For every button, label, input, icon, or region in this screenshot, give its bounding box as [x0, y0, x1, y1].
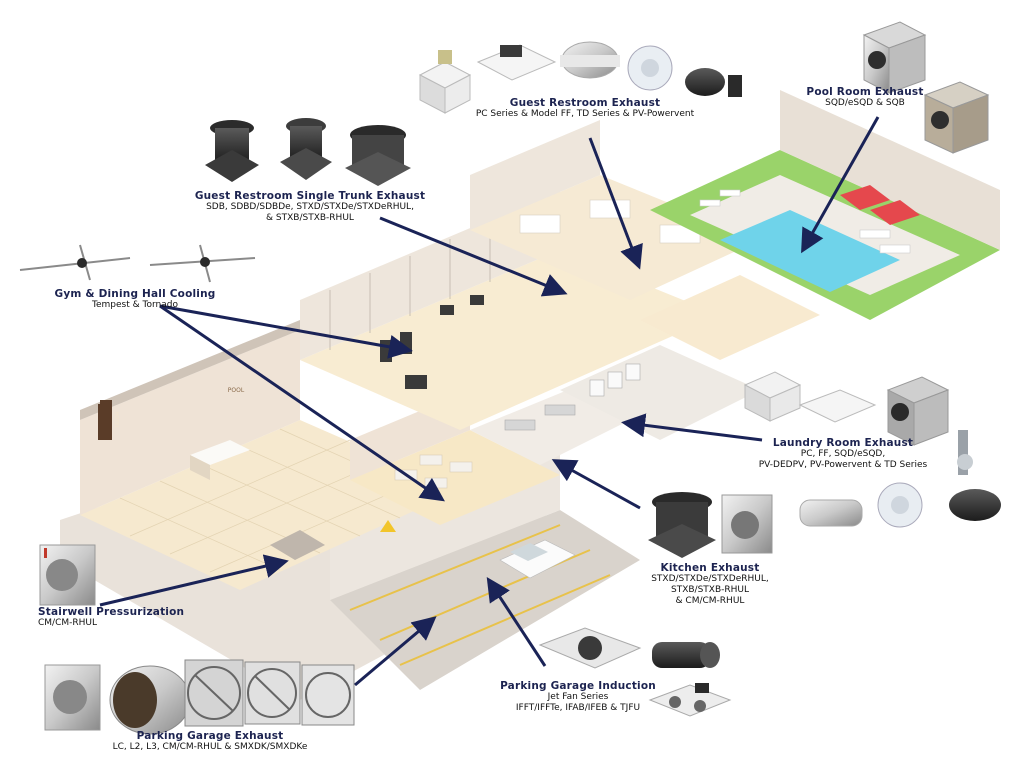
label-line: LC, L2, L3, CM/CM-RHUL & SMXDK/SMXDKe	[112, 742, 308, 752]
label-single-trunk-exhaust: Guest Restroom Single Trunk Exhaust SDB,…	[190, 190, 430, 224]
ceiling-fan-icon	[149, 244, 256, 283]
inline-duct-fan-icon	[799, 499, 863, 527]
building-cutaway: HOTEL POOL	[60, 90, 1000, 700]
arrow-guest-restroom	[588, 137, 643, 270]
label-line: Tempest & Tornado	[92, 300, 178, 310]
label-title: Laundry Room Exhaust	[772, 437, 914, 449]
label-parking-garage-exhaust: Parking Garage Exhaust LC, L2, L3, CM/CM…	[85, 730, 335, 753]
roof-exhaust-fan-icon	[949, 489, 1001, 521]
propeller-fan-icon	[184, 659, 244, 727]
label-line: & CM/CM-RHUL	[675, 596, 745, 606]
pointer-arrows	[99, 116, 880, 687]
propeller-fan-icon	[301, 664, 355, 726]
arrow-garage-induction	[486, 576, 547, 667]
label-line: & STXB/STXB-RHUL	[266, 213, 354, 223]
centrifugal-blower-icon	[721, 494, 773, 554]
ceiling-exhaust-fan-icon	[798, 389, 877, 423]
roof-exhaust-fan-icon	[648, 492, 716, 558]
label-guest-restroom-exhaust: Guest Restroom Exhaust PC Series & Model…	[470, 97, 700, 120]
label-line: SQD/eSQD & SQB	[825, 98, 905, 108]
ceiling-exhaust-fan-icon	[418, 50, 472, 114]
pool-sign: POOL	[228, 387, 245, 394]
label-line: STXB/STXB-RHUL	[670, 585, 749, 595]
inline-duct-fan-icon	[877, 482, 923, 528]
cabinet-fan-icon	[886, 376, 950, 446]
inline-duct-fan-icon	[109, 665, 191, 735]
label-line: IFFT/IFFTe, IFAB/IFEB & TJFU	[515, 703, 641, 713]
label-title: Stairwell Pressurization	[38, 606, 185, 618]
label-title: Kitchen Exhaust	[660, 562, 760, 574]
label-line: Jet Fan Series	[547, 692, 609, 702]
roof-exhaust-fan-icon	[280, 118, 332, 180]
roof-exhaust-fan-icon	[345, 125, 411, 186]
label-title: Gym & Dining Hall Cooling	[54, 288, 216, 300]
label-laundry-room-exhaust: Laundry Room Exhaust PC, FF, SQD/eSQD, P…	[748, 437, 938, 471]
ceiling-fan-icon	[19, 244, 131, 281]
arrow-laundry	[621, 413, 763, 442]
label-title: Parking Garage Induction	[500, 680, 656, 692]
label-line: PV-DEDPV, PV-Powervent & TD Series	[758, 460, 928, 470]
inline-duct-fan-icon	[560, 41, 620, 79]
label-line: CM/CM-RHUL	[38, 618, 98, 628]
label-line: PC, FF, SQD/eSQD,	[800, 449, 886, 459]
dining-floor	[350, 430, 560, 525]
guest-rooms-floor	[470, 175, 760, 300]
label-stairwell-pressurization: Stairwell Pressurization CM/CM-RHUL	[38, 606, 198, 629]
cabinet-fan-icon	[923, 81, 990, 154]
label-kitchen-exhaust: Kitchen Exhaust STXD/STXDe/STXDeRHUL, ST…	[640, 562, 780, 607]
stairwell	[270, 530, 325, 560]
parked-car	[499, 539, 576, 579]
arrow-single-trunk	[379, 216, 568, 297]
roof-exhaust-fan-icon	[685, 68, 742, 97]
centrifugal-blower-icon	[39, 544, 96, 606]
centrifugal-blower-icon	[44, 664, 101, 731]
inline-duct-fan-icon	[627, 45, 673, 91]
arrow-kitchen	[551, 459, 641, 510]
label-title: Pool Room Exhaust	[806, 86, 924, 98]
label-title: Guest Restroom Single Trunk Exhaust	[194, 190, 426, 202]
jet-fan-icon	[648, 683, 732, 717]
arrow-gym-cooling-1	[159, 304, 413, 359]
hotel-sign: HOTEL	[113, 412, 119, 429]
label-title: Parking Garage Exhaust	[136, 730, 284, 742]
arrow-garage-exhaust	[354, 616, 437, 687]
label-line: SDB, SDBD/SDBDe, STXD/STXDe/STXDeRHUL,	[206, 202, 414, 212]
cabinet-fan-icon	[862, 21, 927, 94]
label-title: Guest Restroom Exhaust	[509, 97, 661, 109]
label-parking-garage-induction: Parking Garage Induction Jet Fan Series …	[488, 680, 668, 714]
roof-exhaust-fan-icon	[205, 120, 259, 182]
ceiling-exhaust-fan-icon	[743, 371, 802, 422]
pv-powervent-icon	[957, 430, 973, 475]
arrow-stairwell	[99, 554, 289, 607]
ceiling-exhaust-fan-icon	[476, 44, 557, 81]
propeller-fan-icon	[244, 661, 301, 725]
label-gym-dining-cooling: Gym & Dining Hall Cooling Tempest & Torn…	[45, 288, 225, 311]
arrow-gym-cooling-2	[159, 304, 445, 502]
jet-fan-icon	[652, 642, 720, 668]
label-line: STXD/STXDe/STXDeRHUL,	[651, 574, 769, 584]
jet-fan-icon	[538, 627, 642, 669]
label-pool-room-exhaust: Pool Room Exhaust SQD/eSQD & SQB	[800, 86, 930, 109]
label-line: PC Series & Model FF, TD Series & PV-Pow…	[475, 109, 695, 119]
arrow-pool-room	[801, 116, 880, 254]
laundry-room-floor	[560, 345, 760, 440]
